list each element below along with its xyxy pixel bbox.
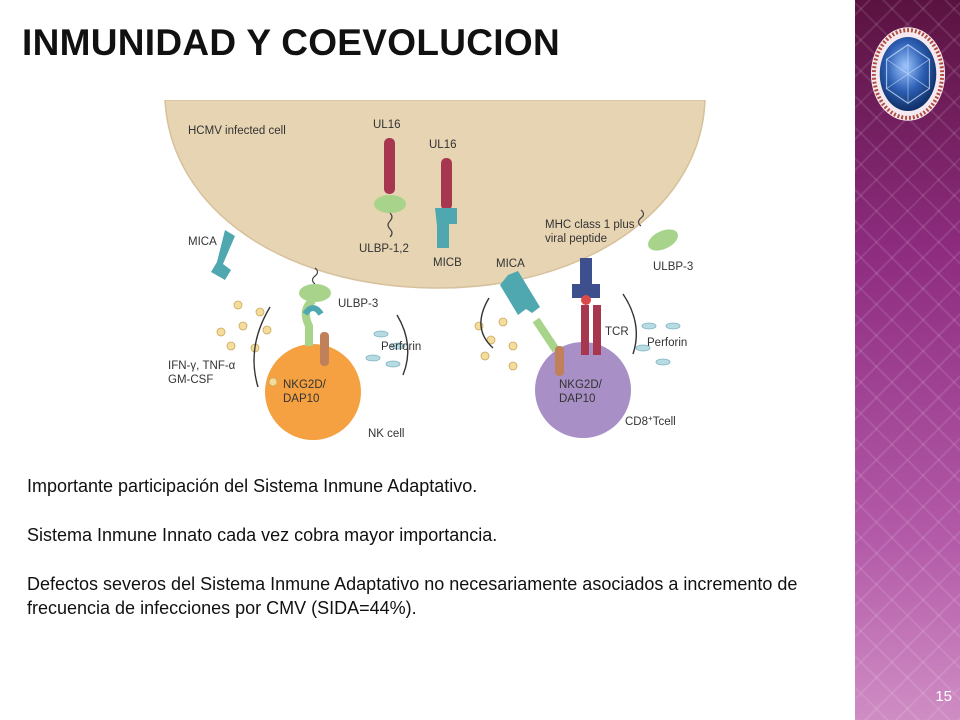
micb-label: MICB — [433, 257, 462, 269]
perforin-granules-left — [365, 330, 406, 368]
mica-left-protein — [211, 230, 235, 280]
mhc-label-2: viral peptide — [545, 233, 607, 245]
slide-body: Importante participación del Sistema Inm… — [27, 474, 842, 645]
ul16-left — [384, 138, 395, 194]
virus-logo-icon — [870, 27, 946, 121]
ulbp3-left-protein — [299, 284, 331, 302]
mica-right-protein — [500, 271, 540, 315]
arrow-right — [480, 297, 494, 349]
micb-protein — [435, 208, 457, 248]
mica-left-label: MICA — [188, 236, 217, 248]
nk-cell — [265, 344, 361, 440]
ulbp12-protein — [374, 195, 406, 213]
mhc-protein — [572, 258, 600, 298]
mhc-label-1: MHC class 1 plus — [545, 219, 635, 231]
paragraph-2: Sistema Inmune Innato cada vez cobra may… — [27, 525, 498, 545]
tcr-label: TCR — [605, 326, 629, 338]
slide-title: INMUNIDAD Y COEVOLUCION — [22, 22, 560, 63]
nkg2d-left-label-1: NKG2D/ — [283, 379, 327, 391]
perforin-right-label: Perforin — [647, 337, 687, 349]
arrow-left — [253, 306, 271, 388]
cytokines-label-1: IFN-γ, TNF-α — [168, 360, 236, 372]
arrow-perforin-right — [622, 293, 638, 355]
mica-right-label: MICA — [496, 258, 525, 270]
nkg2d-right-label-1: NKG2D/ — [559, 379, 603, 391]
nkg2d-right-label-2: DAP10 — [559, 393, 595, 405]
ulbp3-right-protein — [648, 229, 678, 251]
page-number: 15 — [935, 688, 952, 705]
nk-cell-label: NK cell — [368, 428, 404, 440]
perforin-granules-right — [635, 322, 681, 366]
viral-peptide — [581, 295, 591, 305]
cytokine-granules-left — [216, 300, 278, 387]
ulbp3-left-label: ULBP-3 — [338, 298, 378, 310]
arrow-perforin-left — [396, 314, 409, 376]
perforin-left-label: Perforin — [381, 341, 421, 353]
infected-cell — [164, 100, 706, 289]
nkg2d-left-label-2: DAP10 — [283, 393, 319, 405]
ul16-right — [441, 158, 452, 210]
ul16-right-label: UL16 — [429, 139, 457, 151]
ulbp12-label: ULBP-1,2 — [359, 243, 409, 255]
infected-cell-label: HCMV infected cell — [188, 125, 286, 137]
cd8-cell-label: CD8+Tcell — [625, 414, 676, 429]
immune-figure: HCMV infected cell UL16 ULBP-1,2 UL16 MI… — [164, 100, 706, 440]
ulbp12-tail — [387, 212, 393, 238]
ul16-left-label: UL16 — [373, 119, 401, 131]
paragraph-1: Importante participación del Sistema Inm… — [27, 476, 478, 496]
paragraph-3: Defectos severos del Sistema Inmune Adap… — [27, 574, 798, 618]
cytokines-label-2: GM-CSF — [168, 374, 213, 386]
ulbp3-right-label: ULBP-3 — [653, 261, 693, 273]
